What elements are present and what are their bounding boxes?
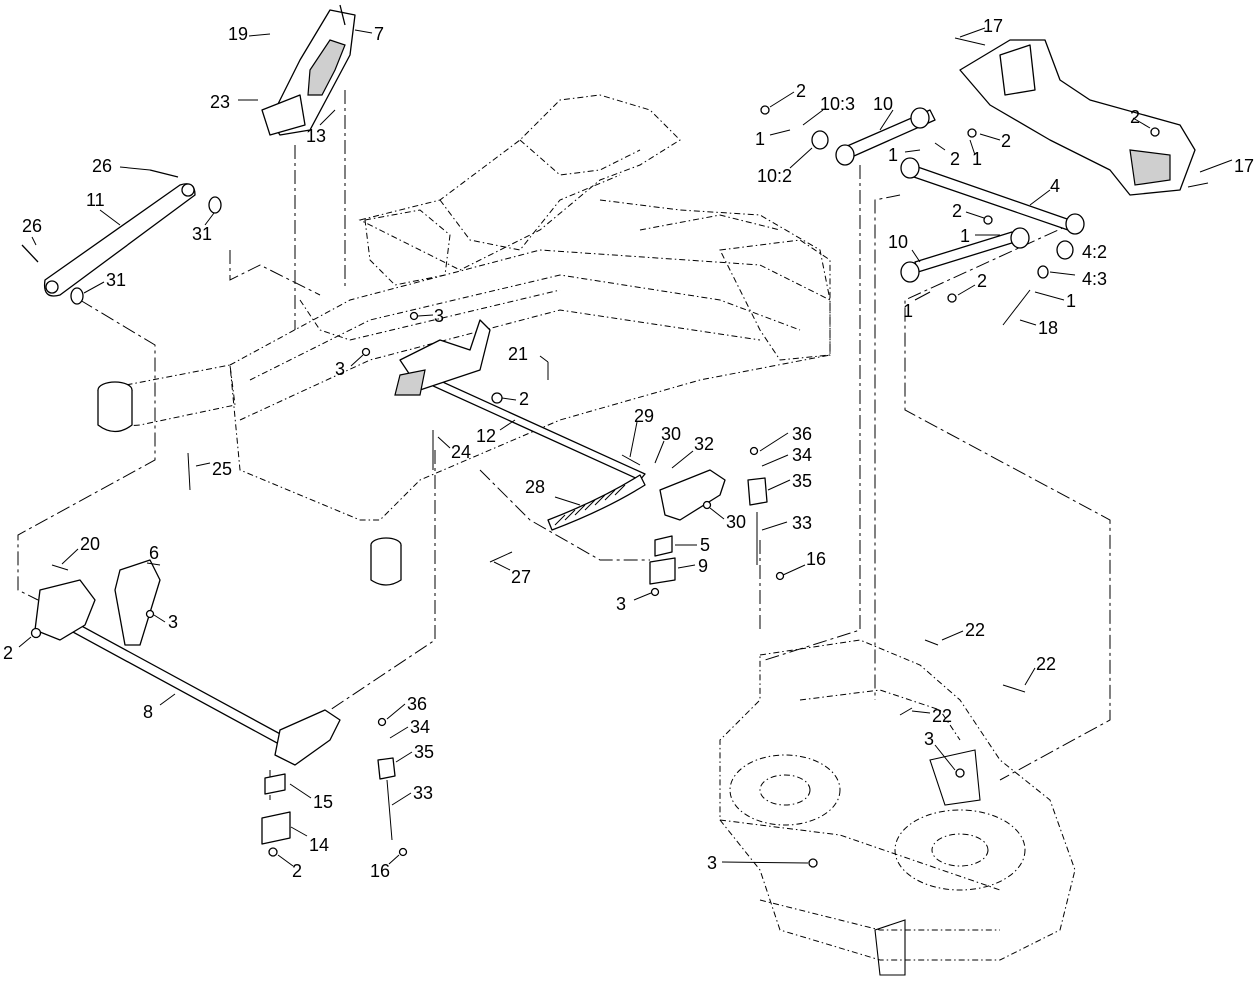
callout-16-a: 16 bbox=[806, 549, 826, 569]
callout-1-a: 1 bbox=[755, 129, 765, 149]
callout-20: 20 bbox=[80, 534, 100, 554]
callout-26-a: 26 bbox=[92, 156, 112, 176]
callout-31-a: 31 bbox=[192, 224, 212, 244]
callout-32: 32 bbox=[694, 434, 714, 454]
hardware-glyphs bbox=[30, 105, 1160, 868]
callouts: 19 7 23 13 26 26 11 31 31 3 3 21 2 12 24… bbox=[3, 16, 1254, 881]
callout-2-e: 2 bbox=[1130, 107, 1140, 127]
part-7-hoc-plate bbox=[261, 4, 356, 136]
part-blocks bbox=[261, 477, 768, 845]
callout-1-b: 1 bbox=[888, 145, 898, 165]
callout-13: 13 bbox=[306, 126, 326, 146]
main-frame bbox=[97, 94, 831, 586]
callout-17-b: 17 bbox=[1234, 156, 1254, 176]
callout-25: 25 bbox=[212, 459, 232, 479]
callout-26-b: 26 bbox=[22, 216, 42, 236]
mower-deck bbox=[719, 639, 1076, 976]
callout-30-a: 30 bbox=[661, 424, 681, 444]
callout-34-b: 34 bbox=[410, 717, 430, 737]
callout-8: 8 bbox=[143, 702, 153, 722]
part-8-lower-shaft bbox=[34, 559, 341, 766]
callout-22-a: 22 bbox=[965, 620, 985, 640]
callout-10-3: 10:3 bbox=[820, 94, 855, 114]
callout-35-b: 35 bbox=[414, 742, 434, 762]
callout-16-b: 16 bbox=[370, 861, 390, 881]
callout-12: 12 bbox=[476, 426, 496, 446]
callout-2-f: 2 bbox=[1001, 131, 1011, 151]
callout-4-3: 4:3 bbox=[1082, 269, 1107, 289]
callout-36-a: 36 bbox=[792, 424, 812, 444]
callout-1-f: 1 bbox=[1066, 291, 1076, 311]
callout-2-i: 2 bbox=[977, 271, 987, 291]
callout-3-a: 3 bbox=[434, 306, 444, 326]
callout-2-h: 2 bbox=[952, 201, 962, 221]
callout-31-b: 31 bbox=[106, 270, 126, 290]
callout-33-a: 33 bbox=[792, 513, 812, 533]
callout-15: 15 bbox=[313, 792, 333, 812]
callout-22-c: 22 bbox=[932, 706, 952, 726]
callout-6: 6 bbox=[149, 543, 159, 563]
callout-33-b: 33 bbox=[413, 783, 433, 803]
callout-9: 9 bbox=[698, 556, 708, 576]
callout-29: 29 bbox=[634, 406, 654, 426]
callout-28: 28 bbox=[525, 477, 545, 497]
callout-3-f: 3 bbox=[707, 853, 717, 873]
callout-10-2: 10:2 bbox=[757, 166, 792, 186]
callout-1-c: 1 bbox=[972, 149, 982, 169]
callout-11: 11 bbox=[86, 190, 105, 210]
callout-1-e: 1 bbox=[903, 301, 913, 321]
callout-10-a: 10 bbox=[873, 94, 893, 114]
part-rear-mount bbox=[959, 39, 1196, 196]
callout-14: 14 bbox=[309, 835, 329, 855]
callout-2-d: 2 bbox=[796, 81, 806, 101]
callout-1-d: 1 bbox=[960, 226, 970, 246]
callout-24: 24 bbox=[451, 442, 471, 462]
callout-2-g: 2 bbox=[950, 149, 960, 169]
part-12-shaft bbox=[394, 319, 646, 481]
callout-35-a: 35 bbox=[792, 471, 812, 491]
callout-2-a: 2 bbox=[519, 389, 529, 409]
callout-3-c: 3 bbox=[616, 594, 626, 614]
part-28-spring bbox=[547, 469, 726, 531]
callout-27: 27 bbox=[511, 567, 531, 587]
part-11-link bbox=[21, 169, 222, 305]
callout-30-b: 30 bbox=[726, 512, 746, 532]
callout-3-b: 3 bbox=[335, 359, 345, 379]
callout-7: 7 bbox=[374, 24, 384, 44]
callout-34-a: 34 bbox=[792, 445, 812, 465]
callout-2-c: 2 bbox=[292, 861, 302, 881]
callout-18: 18 bbox=[1038, 318, 1058, 338]
callout-36-b: 36 bbox=[407, 694, 427, 714]
callout-23: 23 bbox=[210, 92, 230, 112]
callout-4: 4 bbox=[1050, 176, 1060, 196]
callout-21: 21 bbox=[508, 344, 528, 364]
callout-10-b: 10 bbox=[888, 232, 908, 252]
callout-3-e: 3 bbox=[924, 729, 934, 749]
callout-19: 19 bbox=[228, 24, 248, 44]
callout-5: 5 bbox=[700, 535, 710, 555]
callout-3-d: 3 bbox=[168, 612, 178, 632]
callout-17-a: 17 bbox=[983, 16, 1003, 36]
callout-2-b: 2 bbox=[3, 643, 13, 663]
assembly-guidelines bbox=[17, 90, 1111, 800]
callout-4-2: 4:2 bbox=[1082, 242, 1107, 262]
part-10-4-linkage bbox=[811, 37, 1209, 326]
callout-22-b: 22 bbox=[1036, 654, 1056, 674]
